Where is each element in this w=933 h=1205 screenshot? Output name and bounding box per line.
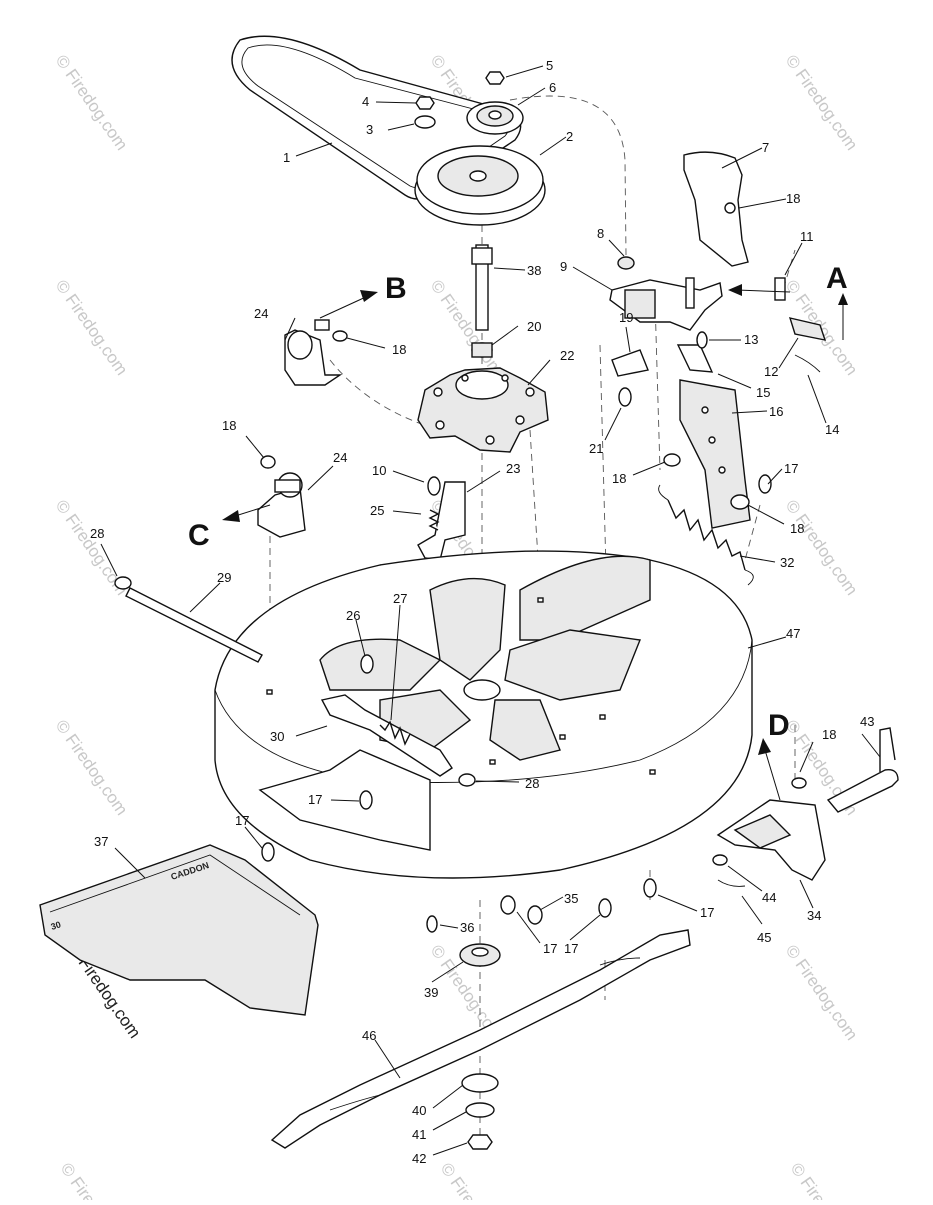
section-letter-a: A <box>826 262 848 295</box>
callout-9: 9 <box>560 259 567 274</box>
callout-38: 38 <box>527 263 541 278</box>
watermark-text: © Firedog.com <box>52 276 132 378</box>
callout-19: 19 <box>619 310 633 325</box>
callout-22: 22 <box>560 348 574 363</box>
callout-26: 26 <box>346 608 360 623</box>
callout-17: 17 <box>235 813 249 828</box>
spindle-shaft-part-38 <box>471 244 493 358</box>
callout-36: 36 <box>460 920 474 935</box>
callout-17: 17 <box>700 905 714 920</box>
callout-47: 47 <box>786 626 800 641</box>
callout-17: 17 <box>784 461 798 476</box>
callout-24: 24 <box>333 450 347 465</box>
callout-1: 1 <box>283 150 290 165</box>
callout-25: 25 <box>370 503 384 518</box>
watermark-text: © Firedog.com <box>52 51 132 153</box>
callout-14: 14 <box>825 422 839 437</box>
callout-8: 8 <box>597 226 604 241</box>
lift-rod-part-29 <box>114 576 263 663</box>
watermark-text: © Firedog.com <box>787 1159 867 1200</box>
callout-45: 45 <box>757 930 771 945</box>
spring-part-32 <box>658 484 754 586</box>
mower-deck-part-47 <box>214 550 753 879</box>
deflector-link-part-30 <box>320 654 476 787</box>
callout-18: 18 <box>392 342 406 357</box>
callout-35: 35 <box>564 891 578 906</box>
idler-pulley-part-6 <box>414 71 524 135</box>
section-letter-b: B <box>385 272 407 305</box>
callout-41: 41 <box>412 1127 426 1142</box>
callout-16: 16 <box>769 404 783 419</box>
callout-24: 24 <box>254 306 268 321</box>
callout-46: 46 <box>362 1028 376 1043</box>
underdeck-hardware <box>261 790 657 967</box>
watermark-text: © Firedog.com <box>437 1159 517 1200</box>
callout-15: 15 <box>756 385 770 400</box>
idler-arm-assembly <box>609 256 827 529</box>
callout-5: 5 <box>546 58 553 73</box>
pivot-bracket-part-24-lower <box>257 455 306 538</box>
callout-17: 17 <box>308 792 322 807</box>
belt-guard-part-7 <box>683 151 749 267</box>
spindle-pulley-part-2 <box>414 145 546 226</box>
callout-12: 12 <box>764 364 778 379</box>
callout-29: 29 <box>217 570 231 585</box>
callout-40: 40 <box>412 1103 426 1118</box>
callout-28: 28 <box>525 776 539 791</box>
blade-part-46 <box>270 929 691 1150</box>
callout-4: 4 <box>362 94 369 109</box>
callout-43: 43 <box>860 714 874 729</box>
callout-32: 32 <box>780 555 794 570</box>
discharge-chute-part-37: CADDON 30 <box>39 844 319 1016</box>
watermark-text: © Firedog.com <box>427 276 507 378</box>
callout-17: 17 <box>564 941 578 956</box>
callout-17: 17 <box>543 941 557 956</box>
callout-2: 2 <box>566 129 573 144</box>
discharge-bracket-part-34 <box>712 727 899 887</box>
callout-11: 11 <box>800 229 814 244</box>
watermark-text: © Firedog.com <box>52 716 132 818</box>
callout-23: 23 <box>506 461 520 476</box>
callout-18: 18 <box>786 191 800 206</box>
section-markers: A B C D <box>188 262 848 801</box>
callout-27: 27 <box>393 591 407 606</box>
callout-30: 30 <box>270 729 284 744</box>
callout-18: 18 <box>822 727 836 742</box>
section-letter-d: D <box>768 709 790 742</box>
callout-6: 6 <box>549 80 556 95</box>
callout-39: 39 <box>424 985 438 1000</box>
callout-21: 21 <box>589 441 603 456</box>
callout-28: 28 <box>90 526 104 541</box>
chute-number-text: 30 <box>50 919 63 932</box>
watermark-text: © Firedog.com <box>782 941 862 1043</box>
callout-7: 7 <box>762 140 769 155</box>
section-letter-c: C <box>188 519 210 552</box>
watermark-text: © Firedog.com <box>782 51 862 153</box>
callout-leaders <box>100 65 881 1156</box>
watermark-text: © Firedog.com <box>782 496 862 598</box>
part-number-labels: 1 2 3 4 5 6 7 8 9 10 11 12 13 14 15 16 1… <box>90 58 874 1166</box>
callout-18: 18 <box>222 418 236 433</box>
callout-37: 37 <box>94 834 108 849</box>
spindle-housing-part-22 <box>417 367 549 453</box>
callout-13: 13 <box>744 332 758 347</box>
callout-20: 20 <box>527 319 541 334</box>
callout-18: 18 <box>790 521 804 536</box>
callout-44: 44 <box>762 890 776 905</box>
watermark-text: © Firedog.com <box>57 1159 137 1200</box>
callout-10: 10 <box>372 463 386 478</box>
callout-18: 18 <box>612 471 626 486</box>
callout-34: 34 <box>807 908 821 923</box>
callout-3: 3 <box>366 122 373 137</box>
callout-42: 42 <box>412 1151 426 1166</box>
pivot-bracket-part-24 <box>284 319 348 386</box>
